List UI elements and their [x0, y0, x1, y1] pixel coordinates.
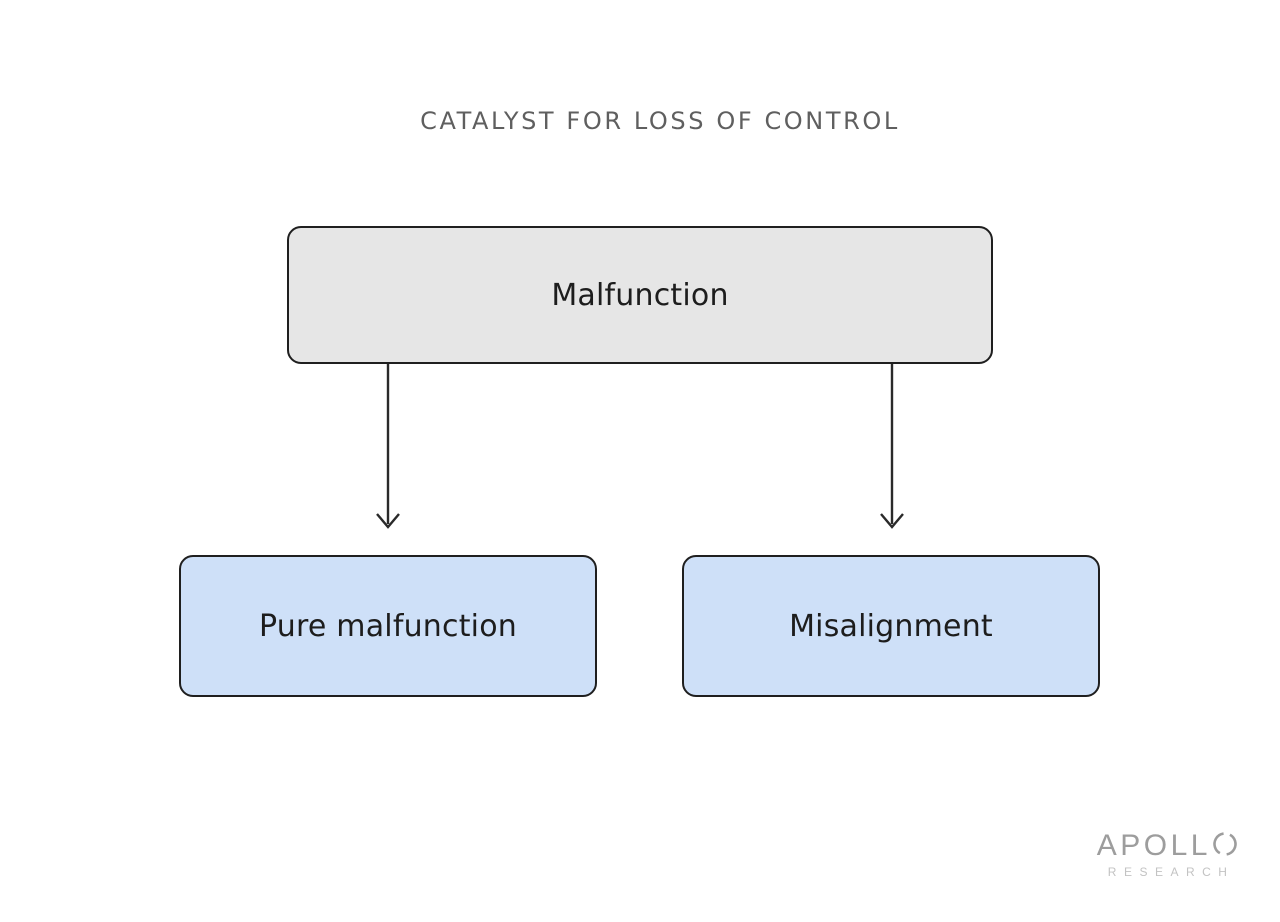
node-malfunction-label: Malfunction	[551, 277, 729, 313]
apollo-broken-o-icon	[1213, 832, 1237, 856]
diagram-title: CATALYST FOR LOSS OF CONTROL	[420, 107, 900, 135]
connector-arrows	[376, 364, 904, 529]
node-pure-malfunction-label: Pure malfunction	[259, 608, 517, 644]
apollo-wordmark: APOLL	[1097, 831, 1238, 861]
apollo-subtext: RESEARCH	[1107, 865, 1235, 879]
arrow-to-pure-malfunction	[376, 364, 400, 529]
apollo-wordmark-text: APOLL	[1096, 829, 1211, 862]
node-malfunction: Malfunction	[287, 226, 993, 364]
apollo-research-logo: APOLL RESEARCH	[1097, 831, 1238, 879]
node-misalignment: Misalignment	[682, 555, 1100, 697]
node-pure-malfunction: Pure malfunction	[179, 555, 597, 697]
node-misalignment-label: Misalignment	[789, 608, 993, 644]
arrow-to-misalignment	[880, 364, 904, 529]
